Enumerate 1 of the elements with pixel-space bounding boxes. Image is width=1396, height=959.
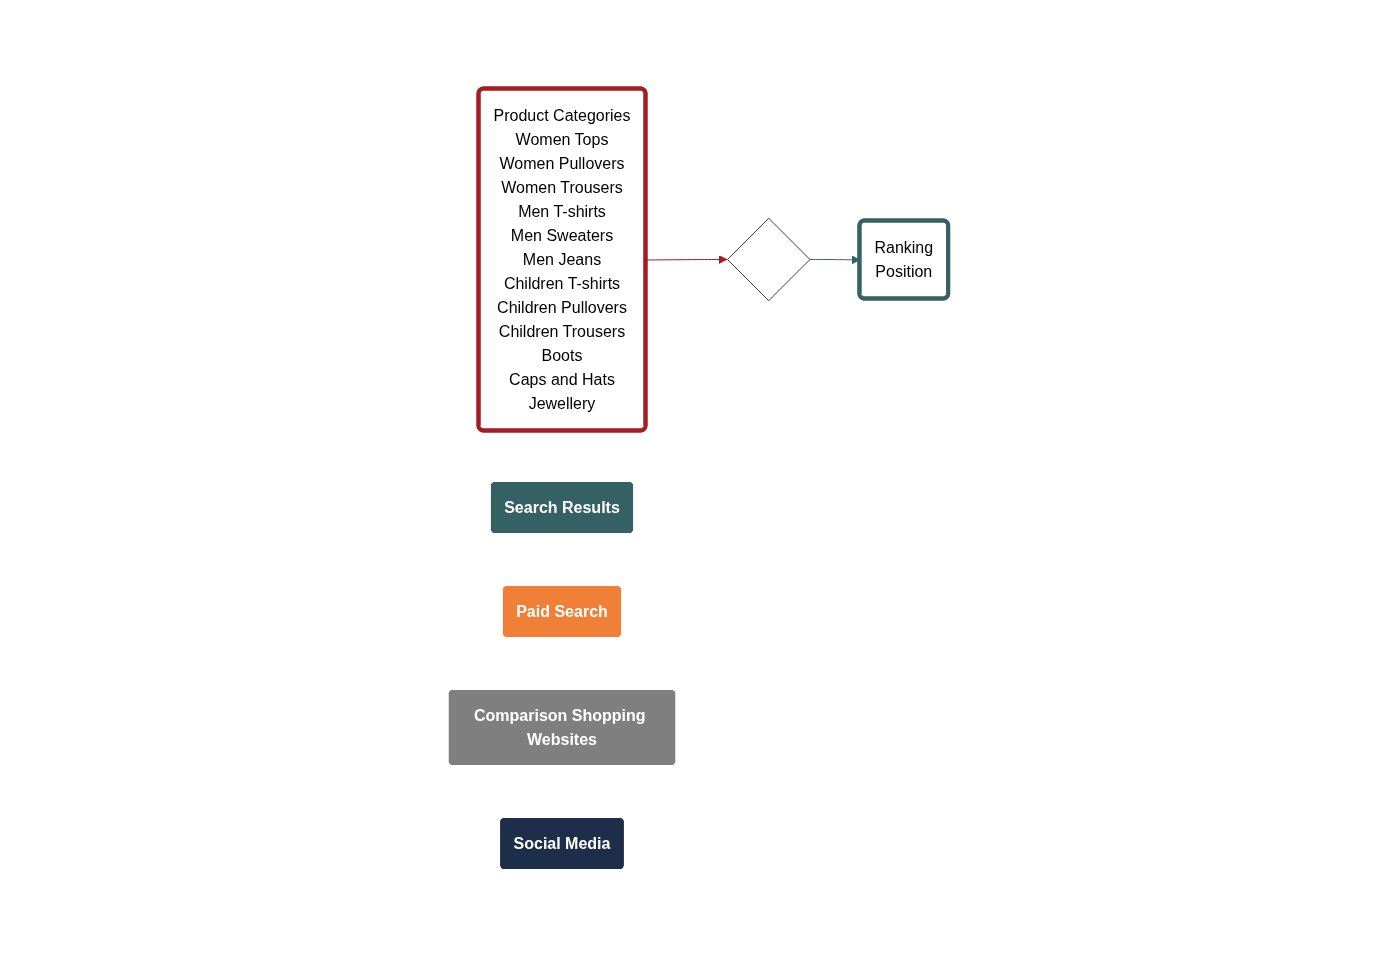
node-diamond (727, 217, 811, 302)
